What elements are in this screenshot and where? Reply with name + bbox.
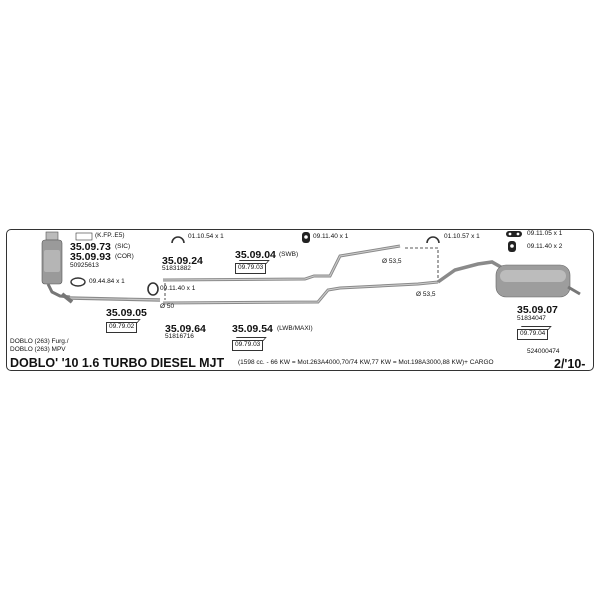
- center-swb-code[interactable]: 35.09.24: [162, 255, 203, 267]
- clamp-ring-icon: [147, 282, 159, 296]
- mid-clamp-code[interactable]: 09.11.40 x 1: [160, 285, 196, 292]
- clamp-icon: [426, 236, 440, 244]
- diameter-upper: Ø 53,5: [382, 258, 402, 265]
- center-pipe-lwb[interactable]: [162, 280, 439, 305]
- front-pipe-kit[interactable]: 09.79.02: [106, 322, 138, 333]
- gasket-icon: [70, 277, 86, 287]
- center-lwb-kit[interactable]: 09.79.03: [232, 340, 264, 351]
- rear-silencer-kit[interactable]: 09.79.04: [517, 329, 549, 340]
- rear-pipe[interactable]: [436, 260, 507, 284]
- rubber-1-code[interactable]: 09.11.05 x 1: [527, 230, 563, 237]
- catalyst-label-cor: (COR): [115, 253, 134, 260]
- rear-silencer[interactable]: [495, 264, 581, 298]
- center-swb-ref: 51831882: [162, 265, 191, 272]
- rubber-hanger-icon: [302, 232, 310, 243]
- clamp-1-code[interactable]: 01.10.54 x 1: [188, 233, 224, 240]
- center-pipe-swb[interactable]: [162, 244, 401, 282]
- diameter-lower: Ø 53,5: [416, 291, 436, 298]
- clamp-2-code[interactable]: 09.11.40 x 1: [313, 233, 349, 240]
- clamp-icon: [171, 236, 185, 244]
- rubber-strip-icon: [506, 231, 522, 237]
- diagram-title: DOBLO' '10 1.6 TURBO DIESEL MJT: [10, 356, 225, 370]
- catalyst-code-sic[interactable]: 35.09.73: [70, 241, 111, 253]
- rubber-hanger-icon: [508, 241, 516, 252]
- catalyst-ref: 50925613: [70, 262, 99, 269]
- center-swb-kit[interactable]: 09.79.03: [235, 263, 267, 274]
- catalyst-code-cor[interactable]: 35.09.93: [70, 251, 111, 263]
- center-swb-code2[interactable]: 35.09.04: [235, 249, 276, 261]
- date-range: 2/'10-: [554, 357, 586, 371]
- mid-clamp-diameter: Ø 50: [160, 303, 175, 310]
- center-lwb-ref: 51816716: [165, 333, 194, 340]
- catalyst-tag: (K.FP..E5): [95, 232, 125, 239]
- center-lwb-variant: (LWB/MAXI): [277, 325, 313, 332]
- rear-silencer-ref: 51834047: [517, 315, 546, 322]
- engine-info: (1598 cc. - 66 KW = Mot.263A4000,70/74 K…: [238, 359, 494, 366]
- gasket-code[interactable]: 09.44.84 x 1: [89, 278, 125, 285]
- center-lwb-code2[interactable]: 35.09.54: [232, 323, 273, 335]
- tag-box: [75, 232, 93, 241]
- vehicle-line-1: DOBLO (263) Furg./: [10, 338, 69, 345]
- catalyst-label-sic: (SIC): [115, 243, 131, 250]
- front-pipe[interactable]: [60, 292, 161, 304]
- center-swb-variant: (SWB): [279, 251, 299, 258]
- catalog-number: 524000474: [527, 348, 560, 355]
- catalyst-unit[interactable]: [41, 231, 71, 299]
- rubber-2-code[interactable]: 09.11.40 x 2: [527, 243, 563, 250]
- diagram-frame: [6, 229, 594, 371]
- front-pipe-code[interactable]: 35.09.05: [106, 307, 147, 319]
- rear-silencer-code[interactable]: 35.09.07: [517, 304, 558, 316]
- clamp-3-code[interactable]: 01.10.57 x 1: [444, 233, 480, 240]
- center-lwb-code[interactable]: 35.09.64: [165, 323, 206, 335]
- vehicle-line-2: DOBLO (263) MPV: [10, 346, 66, 353]
- dashed-connector: [164, 247, 439, 300]
